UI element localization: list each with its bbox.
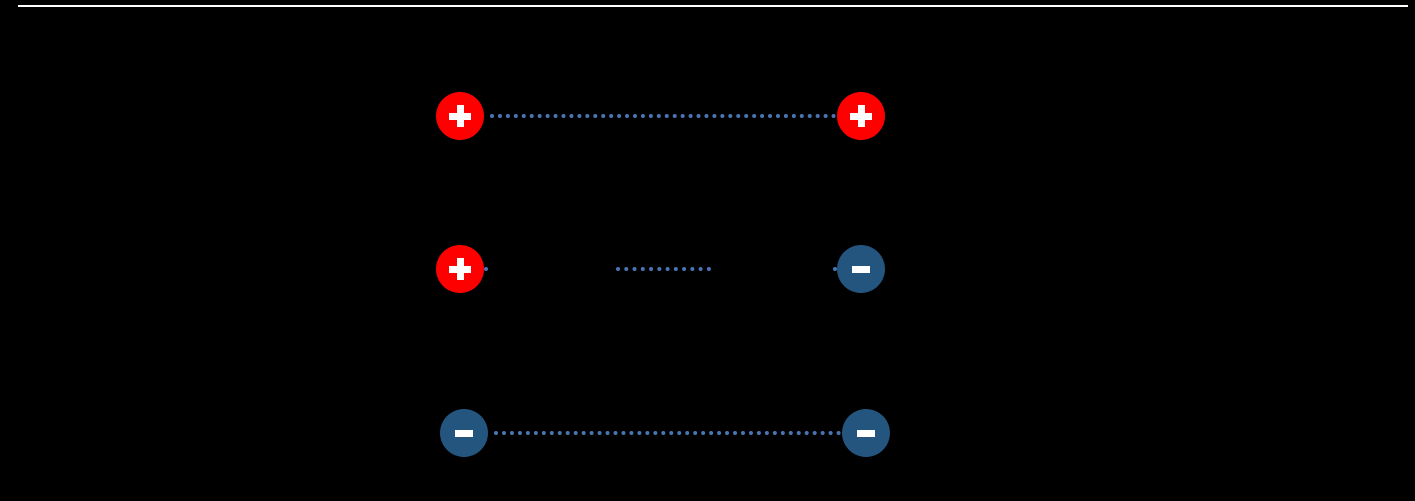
negative-charge-node[interactable]: - [837,245,885,293]
plus-sign-icon [449,105,471,127]
plus-sign-icon [850,105,872,127]
charge-connector-line [490,114,836,118]
charge-connector-line [616,267,711,271]
negative-charge-node[interactable]: - [440,409,488,457]
positive-charge-node[interactable]: + [837,92,885,140]
positive-charge-node[interactable]: + [436,92,484,140]
minus-sign-icon [857,429,875,437]
plus-sign-icon [449,258,471,280]
positive-charge-node[interactable]: + [436,245,484,293]
minus-sign-icon [852,265,870,273]
charge-connector-line [833,267,839,271]
negative-charge-node[interactable]: - [842,409,890,457]
charge-connector-line [494,431,841,435]
charge-connector-line [484,267,490,271]
horizontal-divider [18,5,1408,7]
minus-sign-icon [455,429,473,437]
